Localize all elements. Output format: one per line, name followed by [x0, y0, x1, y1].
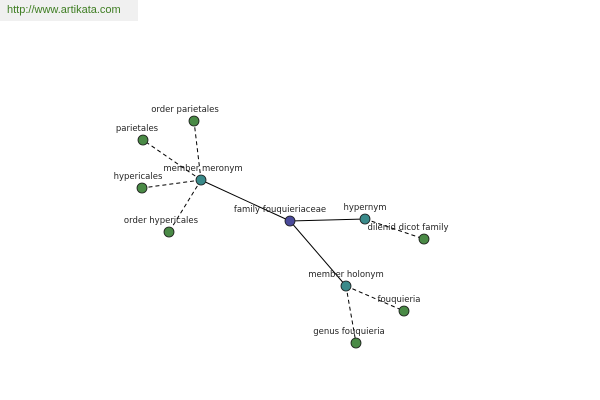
label-hypericales: hypericales — [114, 172, 163, 182]
artikata-watermark: http://www.artikata.com — [0, 0, 138, 21]
edge-root-holonym — [289, 220, 347, 287]
label-order-parietales: order parietales — [151, 105, 219, 115]
edge-meronym-hypericales — [141, 179, 202, 189]
node-fouquieria[interactable] — [398, 305, 410, 317]
edge-root-hypernym — [289, 218, 366, 222]
label-genus-fouquieria: genus fouquieria — [313, 327, 385, 337]
node-family-fouquieriaceae[interactable] — [284, 215, 296, 227]
edge-hypernym-dilenid — [364, 218, 425, 240]
node-genus-fouquieria[interactable] — [350, 337, 362, 349]
label-dilenid-dicot-family: dilenid dicot family — [367, 223, 448, 233]
node-dilenid-dicot-family[interactable] — [418, 233, 430, 245]
label-parietales: parietales — [116, 124, 159, 134]
edge-meronym-order-hypericales — [168, 179, 202, 233]
node-hypericales[interactable] — [136, 182, 148, 194]
edge-holonym-genus-fouquieria — [345, 285, 357, 344]
node-member-meronym[interactable] — [195, 174, 207, 186]
label-hypernym: hypernym — [343, 203, 386, 213]
label-member-meronym: member meronym — [163, 164, 242, 174]
label-family-fouquieriaceae: family fouquieriaceae — [234, 205, 326, 215]
node-order-parietales[interactable] — [188, 115, 200, 127]
node-member-holonym[interactable] — [340, 280, 352, 292]
node-parietales[interactable] — [137, 134, 149, 146]
edge-root-meronym — [200, 179, 291, 222]
label-fouquieria: fouquieria — [377, 295, 420, 305]
edge-meronym-order-parietales — [193, 120, 202, 181]
edge-holonym-fouquieria — [345, 285, 405, 312]
node-order-hypericales[interactable] — [163, 226, 175, 238]
edge-meronym-parietales — [142, 139, 202, 181]
label-order-hypericales: order hypericales — [124, 216, 199, 226]
node-hypernym[interactable] — [359, 213, 371, 225]
label-member-holonym: member holonym — [308, 270, 383, 280]
